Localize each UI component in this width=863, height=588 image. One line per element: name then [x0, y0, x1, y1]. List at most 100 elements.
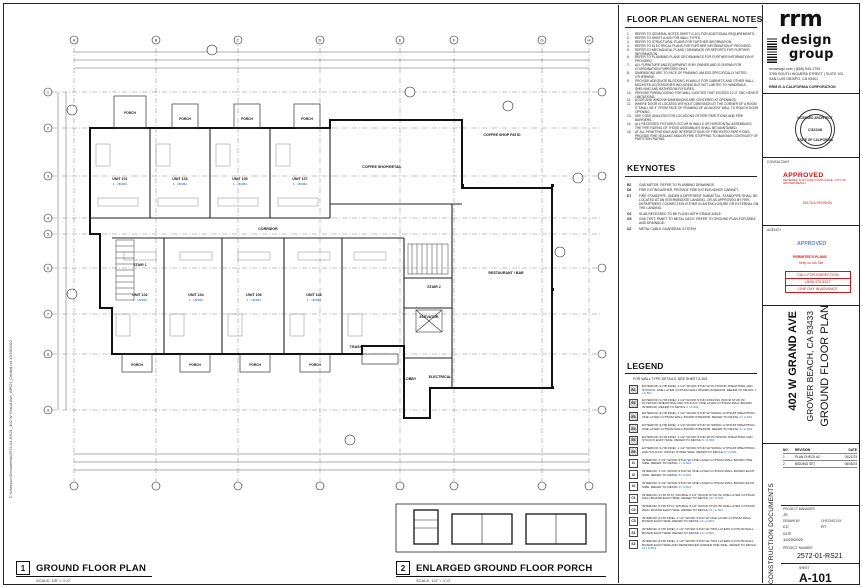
legend-description: INTERIOR (1-HR FIRE): 3 1/2" WOOD STUD W…	[642, 515, 751, 524]
legend-item: E5 EXTERIOR (1-HR FIRE): 2 1/2" WOOD STUD…	[629, 435, 757, 445]
detail-reference[interactable]: 13 / A-501	[700, 531, 715, 536]
keynote-text: FIRE STANDPIPE, UNDER A DIFFERENT SUBMIT…	[639, 193, 759, 211]
grid-bubble-labels: A B C D E F G H 1 2 3 4 5 6 7 8 9	[47, 38, 591, 413]
legend-description: EXTERIOR (1-HR FIRE): 2 1/2" WOOD STUD 2…	[642, 397, 752, 410]
detail-reference[interactable]: 11 / A-501	[709, 507, 723, 512]
detail-reference[interactable]: 2 / A-501	[686, 405, 699, 410]
title-block-rule	[763, 443, 859, 444]
unit-type: 1 - 1B/1BA	[293, 182, 308, 186]
note-number: 15.	[627, 129, 632, 134]
architect-stamp	[795, 109, 835, 149]
note-text: ALL RECESSED FIXTURES OCCUR IN WALLS OR …	[635, 121, 753, 130]
grid-col-label: G	[540, 38, 543, 43]
revision-desc: PLAN CHECK #2	[795, 455, 820, 459]
detail-reference[interactable]: 7 / A-501	[678, 461, 692, 466]
detail-reference[interactable]: 1 / A-501	[642, 387, 757, 396]
project-address: 402 W GRAND AVE	[787, 311, 799, 411]
view-scale: SCALE: 1/8" = 1'-0"	[36, 578, 71, 583]
detail-reference[interactable]: 8 / A-501	[678, 473, 692, 478]
detail-reference[interactable]: 6 / A-501	[724, 449, 737, 454]
keynote-text: SLAB RECESSED TO BE FLUSH WITH GRADE AIS…	[639, 211, 722, 216]
detail-reference[interactable]: 4 / A-501	[739, 426, 753, 431]
checked-by-label: CHECKED BY	[821, 519, 842, 523]
unit-label: UNIT 105	[232, 177, 247, 181]
porch-label: PORCH	[179, 117, 191, 121]
detail-reference[interactable]: 14 / A-501	[642, 546, 657, 551]
project-city: GROVER BEACH, CA 93433	[805, 311, 815, 422]
checked-by: RT	[821, 524, 827, 529]
revision-table: NO. REVISION DATE 1 PLAN CHECK #2 04/21/…	[783, 447, 857, 468]
note-number: 8.	[627, 71, 630, 76]
note-number: 10.	[627, 90, 632, 95]
general-note-item: 5.REFER TO MECHANICAL PLANS / DRAWINGS O…	[627, 47, 759, 57]
grid-col-label: E	[399, 38, 402, 43]
revision-col-rev: REVISION	[795, 448, 811, 452]
legend-text: EXTERIOR (1-HR FIRE): 2 1/2" WOOD STUD W…	[642, 435, 757, 443]
project-manager: JS	[783, 512, 788, 517]
note-number: 13.	[627, 114, 632, 119]
porch-label: PORCH	[189, 363, 201, 367]
grid-row-label: 9	[47, 408, 50, 413]
sheet-label: SHEET	[799, 566, 810, 570]
wall-type-symbol: I3	[629, 481, 638, 491]
firm-logo-line3: group	[789, 47, 834, 62]
legend-description: INTERIOR (1-HR STC): DOUBLE 3 1/2" WOOD …	[642, 504, 755, 512]
revision-col-no: NO.	[783, 448, 789, 452]
approved-stamp: APPROVED REVIEWED FOR CODE COMPLIANCE / …	[783, 172, 853, 186]
legend-description: EXTERIOR (1-HR FIRE): 2 1/2" WOOD STUD W…	[642, 411, 756, 420]
wall-type-symbol: E5	[629, 435, 638, 445]
unit-type-labels: 1 - 1B/1BA 1 - 1B/1BA 1 - 1B/1BA 1 - 1B/…	[113, 182, 322, 302]
legend-description: EXTERIOR (1-HR FIRE): 2 1/2" WOOD STUD W…	[642, 446, 755, 454]
note-number: 11.	[627, 98, 632, 103]
general-note-item: 12.WHERE DOOR IS LOCATED WITHOUT DIMENSI…	[627, 102, 759, 115]
detail-reference[interactable]: 5 / A-501	[702, 438, 715, 443]
elevator-shaft	[415, 309, 443, 333]
section-rule	[625, 176, 757, 177]
keynote-text: GAS TEST: PANET TO METAL DECK. REFER TO …	[639, 217, 756, 226]
note-text: REFER TO PLUMBING PLANS OR DRAWINGS FOR …	[635, 55, 755, 64]
firm-address-1: 3765 SOUTH HIGUERA STREET | SUITE 102	[769, 72, 844, 76]
title-block-rule	[763, 93, 859, 94]
detail-reference[interactable]: 3 / A-501	[739, 415, 753, 420]
enlarged-porch-drawing	[395, 503, 607, 553]
agency-label: AGENCY	[767, 228, 782, 232]
detail-reference[interactable]: 10 / A-501	[709, 496, 724, 501]
legend-text: EXTERIOR (1-HR FIRE): 2 1/2" WOOD STUD W…	[642, 384, 757, 396]
detail-reference[interactable]: 12 / A-501	[700, 519, 715, 524]
coffee-shop-label: COFFEE SHOP/RETAIL	[362, 165, 402, 169]
inspection-box: CALL FOR INSPECTION (805) 473-4527 ONE D…	[785, 271, 851, 293]
unit-fixtures	[95, 143, 387, 337]
legend-text: INTERIOR (2-HR FIRE): 2 1/2" WOOD STUD W…	[642, 539, 757, 551]
note-text: REFER TO ELECTRICAL PLANS FOR FURTHER IN…	[635, 43, 752, 48]
note-text: DOOR AND WINDOW DIMENSIONS ARE CENTERED …	[635, 98, 737, 103]
wall-type-symbol: E4	[629, 424, 638, 433]
sheet-number: A-101	[799, 571, 832, 585]
porch-label: PORCH	[131, 363, 143, 367]
dimension-strings	[57, 51, 589, 471]
wall-type-symbol: E2	[629, 398, 638, 408]
legend-text: INTERIOR (1-HR STC): DOUBLE 3 1/2" WOOD …	[642, 504, 757, 512]
delta-revision: DELTA B REVISION	[803, 201, 832, 205]
title-block-rule	[763, 157, 859, 158]
wall-type-symbol: E6	[629, 447, 638, 457]
general-note-item: 13.SEE CODE ANALYSIS FOR LOCATIONS OF FI…	[627, 114, 759, 123]
firm-contact: rrmdesign.com | (805) 543-1794	[769, 67, 821, 71]
approved-sub: REVIEWED FOR CODE COMPLIANCE / CITY OF G…	[783, 178, 847, 186]
inspection-line: CALL FOR INSPECTION	[797, 273, 839, 277]
grid-col-label: C	[237, 38, 240, 43]
detail-reference[interactable]: 9 / A-501	[678, 484, 692, 489]
general-note-item: 3.REFER TO STRUCTURAL PLANS FOR FURTHER …	[627, 39, 759, 45]
legend-description: EXTERIOR (1-HR FIRE): 2 1/2" WOOD STUD W…	[642, 384, 754, 392]
wall-type-symbol: I2	[629, 470, 638, 480]
stair-1-label: STAIR 1	[133, 263, 147, 267]
table-row: 1 PLAN CHECK #2 04/21/23	[783, 454, 857, 461]
legend-text: EXTERIOR (1-HR FIRE): 2 1/2" WOOD STUD W…	[642, 423, 757, 431]
unit-label: UNIT 108	[306, 293, 321, 297]
note-number: 3.	[627, 39, 630, 44]
note-number: 5.	[627, 47, 630, 52]
grid-row-label: 4	[47, 216, 50, 221]
